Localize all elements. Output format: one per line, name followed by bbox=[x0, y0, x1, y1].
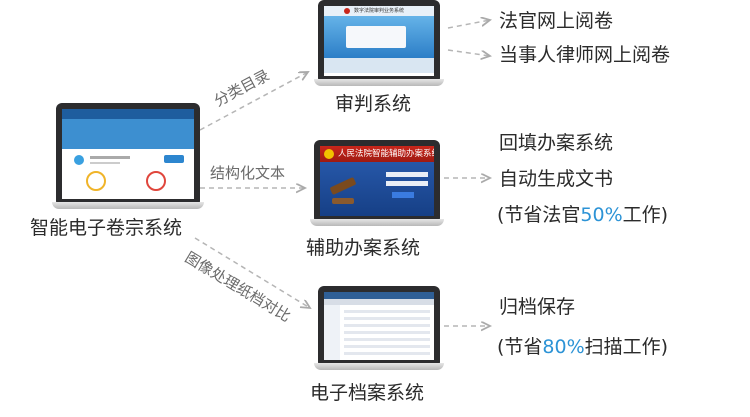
source-laptop bbox=[52, 103, 204, 209]
trial-screen: 数字法院审判业务系统 bbox=[324, 6, 434, 76]
archive-screen bbox=[324, 292, 434, 360]
output-backfill: 回填办案系统 bbox=[499, 132, 614, 154]
archive-saving-percent: 80% bbox=[542, 336, 585, 358]
archive-laptop bbox=[314, 286, 444, 370]
edge-to-trial bbox=[199, 72, 308, 131]
source-system-label: 智能电子卷宗系统 bbox=[30, 217, 183, 239]
output-party-lawyer-review: 当事人律师网上阅卷 bbox=[499, 44, 671, 66]
gavel-icon bbox=[329, 176, 357, 196]
source-screen bbox=[62, 109, 194, 199]
output-archive-saving: (节省80%扫描工作) bbox=[497, 338, 668, 357]
trial-laptop: 数字法院审判业务系统 bbox=[314, 0, 444, 86]
auxiliary-saving-suffix: 工作) bbox=[622, 204, 669, 226]
archive-saving-prefix: (节省 bbox=[497, 336, 543, 358]
out-arrow-trial-1 bbox=[447, 20, 490, 29]
auxiliary-saving-prefix: (节省法官 bbox=[497, 204, 581, 226]
archive-saving-suffix: 扫描工作) bbox=[584, 336, 669, 358]
auxiliary-laptop: 人民法院智能辅助办案系统 bbox=[310, 140, 444, 226]
output-auto-document: 自动生成文书 bbox=[499, 168, 614, 190]
edge-label-structured-text: 结构化文本 bbox=[210, 164, 286, 182]
trial-screen-title: 数字法院审判业务系统 bbox=[354, 8, 405, 14]
trial-system-label: 审判系统 bbox=[335, 93, 412, 115]
output-auxiliary-saving: (节省法官50%工作) bbox=[497, 206, 668, 225]
trial-screen-emblem-icon bbox=[344, 8, 350, 14]
auxiliary-saving-percent: 50% bbox=[580, 204, 623, 226]
output-judge-online-review: 法官网上阅卷 bbox=[499, 10, 614, 32]
output-archive-storage: 归档保存 bbox=[499, 296, 576, 318]
auxiliary-screen: 人民法院智能辅助办案系统 bbox=[320, 146, 434, 216]
auxiliary-screen-title: 人民法院智能辅助办案系统 bbox=[338, 149, 434, 159]
archive-system-label: 电子档案系统 bbox=[310, 382, 425, 404]
court-emblem-icon bbox=[324, 149, 334, 159]
edge-to-archive bbox=[194, 237, 310, 308]
out-arrow-trial-2 bbox=[447, 49, 490, 56]
auxiliary-system-label: 辅助办案系统 bbox=[306, 237, 421, 259]
